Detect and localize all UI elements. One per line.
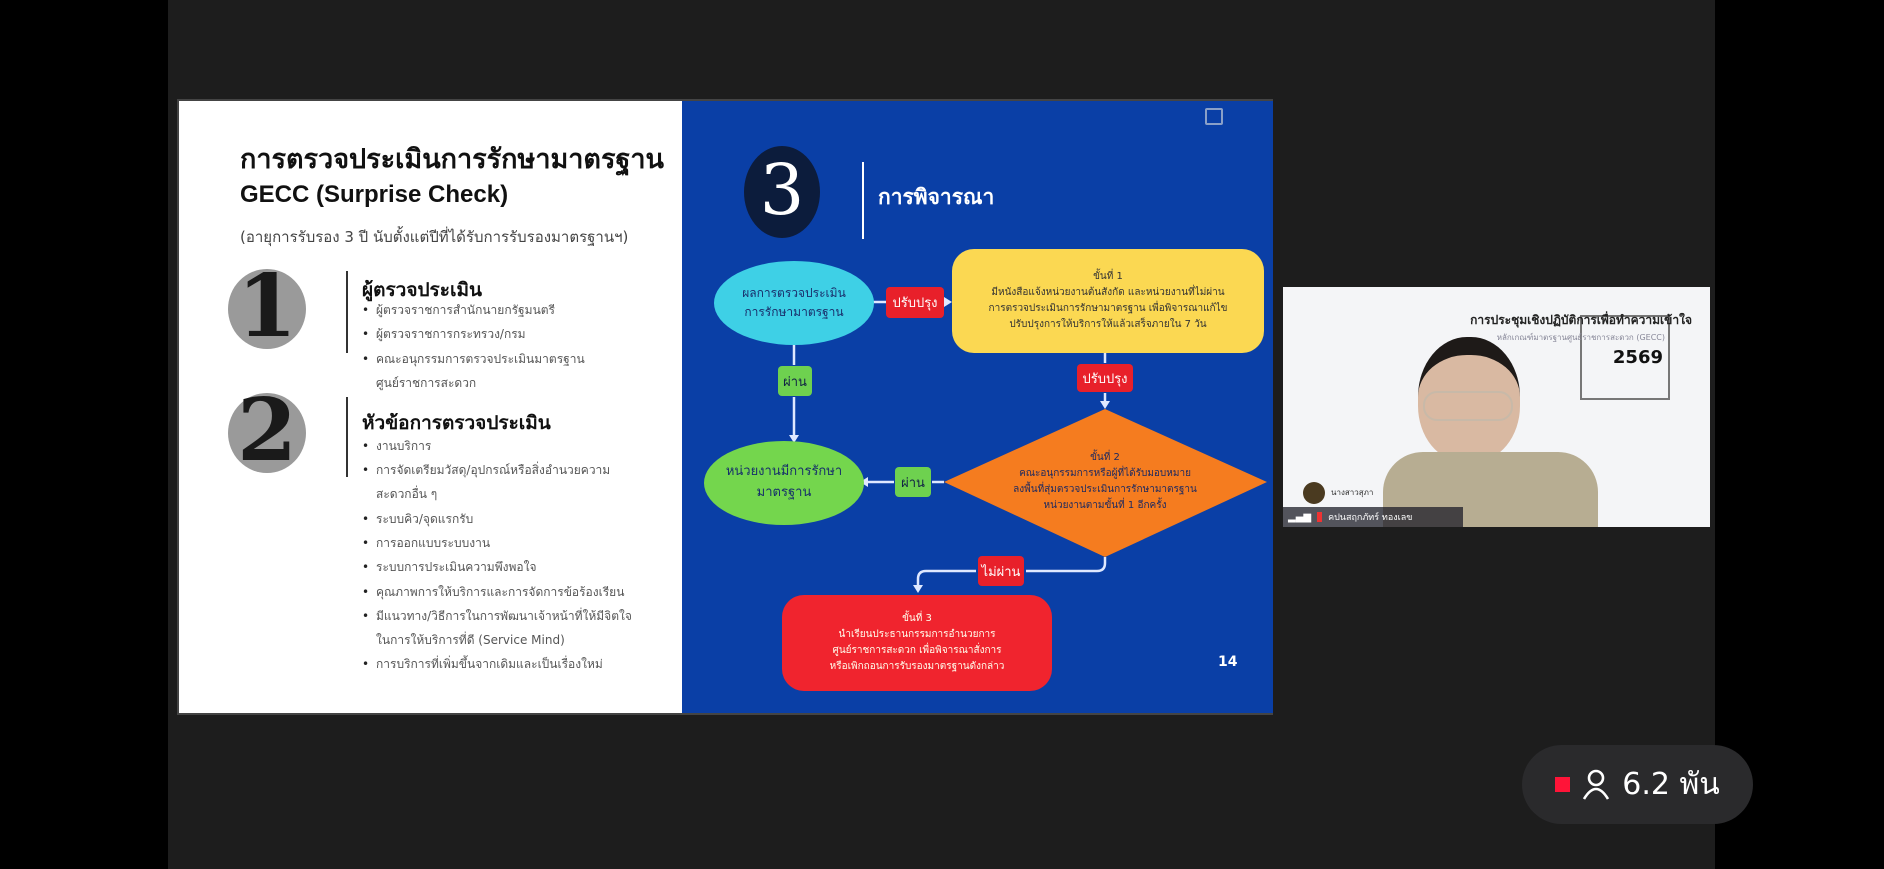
section-number-2: 2 [228,388,306,474]
glasses [1423,391,1513,421]
slide-note: (อายุการรับรอง 3 ปี นับตั้งแต่ปีที่ได้รั… [240,228,629,246]
start-node: ผลการตรวจประเมินการรักษามาตรฐาน [714,261,874,345]
slide-blue-panel: 3 การพิจารณา ผลการตรวจประเมินการรักษามาต… [682,101,1273,713]
divider [862,162,864,239]
section-heading-2: หัวข้อการตรวจประเมิน [362,412,551,434]
org-logo-icon [1303,482,1325,504]
page-number: 14 [1218,654,1238,670]
banner-frame [1580,315,1670,400]
bullet-item: การจัดเตรียมวัสดุ/อุปกรณ์หรือสิ่งอำนวยคว… [362,462,610,478]
divider [346,271,348,353]
mic-icon [1317,512,1323,522]
pass-label: ผ่าน [895,467,931,497]
bullet-item: การบริการที่เพิ่มขึ้นจากเดิมและเป็นเรื่อ… [362,656,603,672]
bullet-continuation: ศูนย์ราชการสะดวก [376,376,477,390]
step-title: การพิจารณา [878,185,995,209]
banner-title: การประชุมเชิงปฏิบัติการเพื่อทำความเข้าใจ [1470,313,1692,327]
bullet-item: มีแนวทาง/วิธีการในการพัฒนาเจ้าหน้าที่ให้… [362,608,632,624]
bullet-continuation: ในการให้บริการที่ดี (Service Mind) [376,633,565,647]
result-node: หน่วยงานมีการรักษามาตรฐาน [704,441,864,525]
live-viewer-count: 6.2 พัน [1522,745,1753,824]
bullet-item: ผู้ตรวจราชการสำนักนายกรัฐมนตรี [362,302,555,318]
slide-subtitle: GECC (Surprise Check) [240,181,509,208]
divider [346,397,348,477]
viewer-count: 6.2 พัน [1622,767,1720,802]
speaker-name: คปนสฤกภัทร์ ทองเลข [1328,513,1413,523]
bullet-item: ระบบการประเมินความพึงพอใจ [362,559,536,575]
bullet-item: ระบบคิว/จุดแรกรับ [362,511,473,527]
section-number-1: 1 [228,264,306,350]
participant-label: ▂▄▆ คปนสฤกภัทร์ ทองเลข [1283,507,1463,527]
nameplate: นางสาวสุภา [1331,488,1374,497]
bullet-item: คุณภาพการให้บริการและการจัดการข้อร้องเรี… [362,584,624,600]
live-indicator-icon [1555,777,1571,792]
webcam-feed: การประชุมเชิงปฏิบัติการเพื่อทำความเข้าใจ… [1283,287,1710,527]
presentation-slide: การตรวจประเมินการรักษามาตรฐาน GECC (Surp… [177,99,1273,715]
section-heading-1: ผู้ตรวจประเมิน [362,279,482,301]
banner-year: 2569 [1612,347,1663,368]
banner-subtitle: หลักเกณฑ์มาตรฐานศูนย์ราชการสะดวก (GECC) [1496,333,1665,342]
improve-label: ปรับปรุง [1077,364,1133,392]
bullet-item: การออกแบบระบบงาน [362,535,490,551]
slide-title: การตรวจประเมินการรักษามาตรฐาน [240,144,664,175]
fullscreen-icon[interactable] [1205,108,1223,125]
decision-diamond [944,409,1267,557]
signal-icon: ▂▄▆ [1288,511,1312,523]
pass-label: ผ่าน [778,366,812,396]
improve-label: ปรับปรุง [886,287,944,318]
person-icon [1583,769,1610,800]
fail-label: ไม่ผ่าน [978,556,1024,586]
step-number: 3 [744,146,820,238]
bullet-item: ผู้ตรวจราชการกระทรวง/กรม [362,326,526,342]
flow-connectors [789,297,1267,593]
bullet-item: งานบริการ [362,438,431,454]
bullet-item: คณะอนุกรรมการตรวจประเมินมาตรฐาน [362,351,585,367]
bullet-continuation: สะดวกอื่น ๆ [376,487,438,501]
